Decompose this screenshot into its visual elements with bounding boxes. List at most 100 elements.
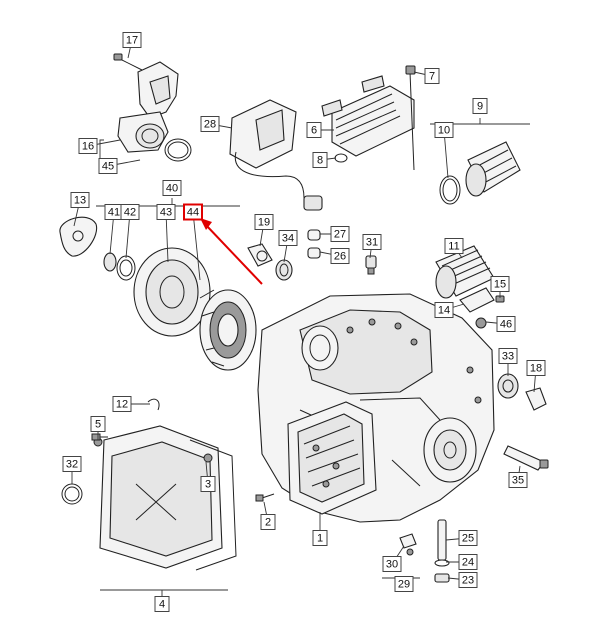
callout-10: 10 <box>434 122 454 138</box>
callout-label-23: 23 <box>462 575 474 587</box>
callout-6: 6 <box>306 122 322 138</box>
callout-34: 34 <box>278 230 298 246</box>
callout-box-34 <box>278 230 298 246</box>
callout-box-14 <box>434 302 454 318</box>
callout-2: 2 <box>260 514 276 530</box>
callout-box-25 <box>458 530 478 546</box>
oil-filter-11 <box>435 245 495 299</box>
callout-box-24 <box>458 554 478 570</box>
callout-box-10 <box>434 122 454 138</box>
callout-17: 17 <box>122 32 142 48</box>
callout-label-1: 1 <box>317 533 323 545</box>
callout-4: 4 <box>154 596 170 612</box>
drain-plugs <box>91 433 450 583</box>
callout-label-32: 32 <box>66 459 78 471</box>
callout-31: 31 <box>362 234 382 250</box>
filter-housing-9 <box>439 141 521 205</box>
callout-label-25: 25 <box>462 533 474 545</box>
callout-box-27 <box>330 226 350 242</box>
callout-label-46: 46 <box>500 319 512 331</box>
callout-box-43 <box>156 204 176 220</box>
callout-14: 14 <box>434 302 454 318</box>
callout-label-9: 9 <box>477 101 483 113</box>
callout-label-14: 14 <box>438 305 450 317</box>
callout-label-43: 43 <box>160 207 172 219</box>
callout-box-46 <box>496 316 516 332</box>
callout-25: 25 <box>458 530 478 546</box>
callout-box-17 <box>122 32 142 48</box>
callout-box-32 <box>62 456 82 472</box>
callout-box-1 <box>312 530 328 546</box>
callout-8: 8 <box>312 152 328 168</box>
callout-label-5: 5 <box>95 419 101 431</box>
callout-33: 33 <box>498 348 518 364</box>
callout-box-40 <box>162 180 182 196</box>
callout-box-11 <box>444 238 464 254</box>
callout-46: 46 <box>496 316 516 332</box>
callout-label-27: 27 <box>334 229 346 241</box>
callout-9: 9 <box>472 98 488 114</box>
seals-right <box>61 373 549 505</box>
callout-24: 24 <box>458 554 478 570</box>
callout-box-8 <box>312 152 328 168</box>
callout-label-8: 8 <box>317 155 323 167</box>
callout-28: 28 <box>200 116 220 132</box>
callout-40: 40 <box>162 180 182 196</box>
callout-box-12 <box>112 396 132 412</box>
callout-29: 29 <box>394 576 414 592</box>
callout-label-35: 35 <box>512 475 524 487</box>
callout-7: 7 <box>424 68 440 84</box>
callout-label-7: 7 <box>429 71 435 83</box>
clutch-assembly-40 <box>59 216 257 371</box>
callout-box-45 <box>98 158 118 174</box>
callout-box-23 <box>458 572 478 588</box>
callout-label-15: 15 <box>494 279 506 291</box>
callout-label-18: 18 <box>530 363 542 375</box>
oil-cooler-6 <box>321 65 416 171</box>
callout-box-29 <box>394 576 414 592</box>
callout-box-28 <box>200 116 220 132</box>
callout-label-4: 4 <box>159 599 165 611</box>
callout-box-9 <box>472 98 488 114</box>
small-parts-cluster <box>247 229 377 281</box>
callout-label-34: 34 <box>282 233 294 245</box>
callout-label-29: 29 <box>398 579 410 591</box>
callout-3: 3 <box>200 476 216 492</box>
callout-box-30 <box>382 556 402 572</box>
callout-box-5 <box>90 416 106 432</box>
callout-box-42 <box>120 204 140 220</box>
leader-line-44 <box>192 211 201 281</box>
callout-box-3 <box>200 476 216 492</box>
callout-box-19 <box>254 214 274 230</box>
callout-11: 11 <box>444 238 464 254</box>
callout-label-19: 19 <box>258 217 270 229</box>
callout-label-42: 42 <box>124 207 136 219</box>
callout-label-24: 24 <box>462 557 474 569</box>
callout-box-35 <box>508 472 528 488</box>
callout-labels: 1234567891011121314151617181923242526272… <box>62 32 546 612</box>
callout-19: 19 <box>254 214 274 230</box>
callout-label-33: 33 <box>502 351 514 363</box>
callout-label-2: 2 <box>265 517 271 529</box>
callout-label-11: 11 <box>448 241 459 253</box>
callout-box-44 <box>183 203 203 221</box>
callout-box-31 <box>362 234 382 250</box>
callout-box-16 <box>78 138 98 154</box>
callout-44: 44 <box>183 203 203 221</box>
callout-box-18 <box>526 360 546 376</box>
callout-label-45: 45 <box>102 161 114 173</box>
callout-box-4 <box>154 596 170 612</box>
callout-1: 1 <box>312 530 328 546</box>
callout-box-13 <box>70 192 90 208</box>
callout-label-41: 41 <box>108 207 120 219</box>
callout-box-26 <box>330 248 350 264</box>
callout-23: 23 <box>458 572 478 588</box>
mechatronic-unit-1 <box>287 401 377 515</box>
callout-18: 18 <box>526 360 546 376</box>
callout-label-28: 28 <box>204 119 216 131</box>
callout-43: 43 <box>156 204 176 220</box>
callout-label-17: 17 <box>126 35 138 47</box>
callout-45: 45 <box>98 158 118 174</box>
highlight-arrow <box>200 218 263 285</box>
